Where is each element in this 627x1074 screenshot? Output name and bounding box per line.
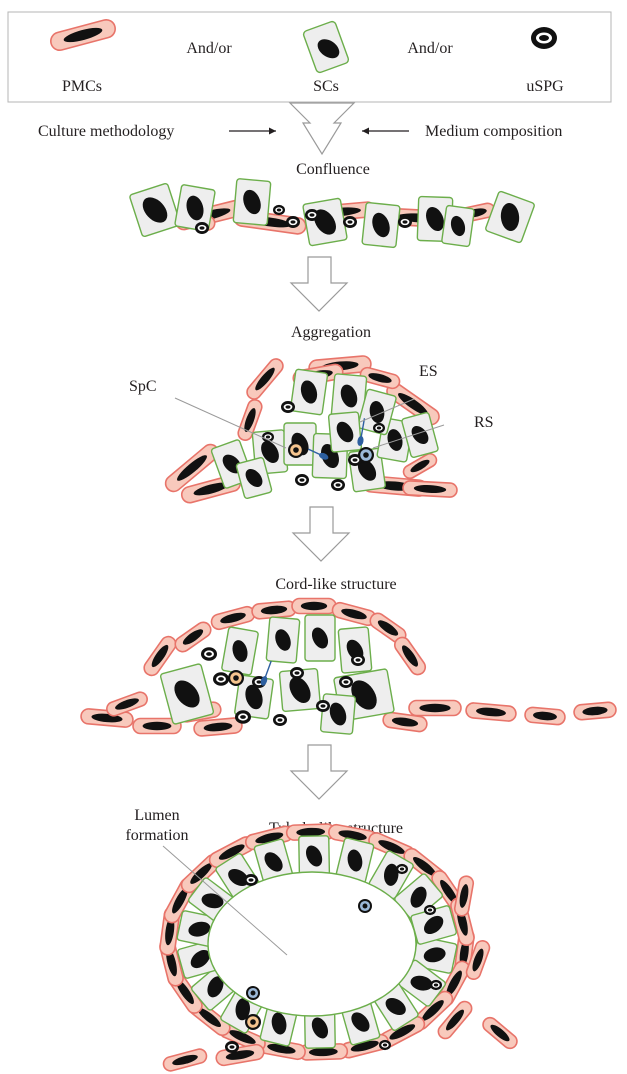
undifferentiated-spermatogonium [339,676,353,688]
sertoli-cell [338,627,372,673]
undifferentiated-spermatogonium [373,423,385,433]
cord-label: Cord-like structure [275,576,396,593]
spermatocyte [288,442,304,458]
peritubular-myoid-cell [409,701,461,716]
peritubular-myoid-cell [524,707,565,725]
undifferentiated-spermatogonium [331,479,345,491]
lumen-label-line1: Lumen [134,807,179,824]
round-spermatid [358,899,372,913]
peritubular-myoid-cell [573,702,616,721]
peritubular-myoid-cell [244,356,286,402]
sertoli-cell [485,191,535,243]
medium-composition-label: Medium composition [425,123,562,140]
undifferentiated-spermatogonium [225,1041,239,1053]
undifferentiated-spermatogonium [424,905,436,915]
sertoli-cell [233,179,271,226]
spc-label: SpC [129,378,157,395]
es-label: ES [419,363,438,380]
peritubular-myoid-cell [162,1048,208,1073]
confluence-label: Confluence [296,161,370,178]
sertoli-cell [299,836,330,877]
sertoli-cell [129,183,181,237]
spermatocyte [228,670,244,686]
sertoli-cell [175,184,216,231]
peritubular-myoid-cell [193,717,242,736]
undifferentiated-spermatogonium [305,209,319,221]
pmc-label: PMCs [62,78,102,95]
sertoli-cell [320,694,355,735]
aggregation-cluster [162,355,457,504]
undifferentiated-spermatogonium [351,654,365,666]
undifferentiated-spermatogonium [398,216,412,228]
tubule-like-structure [158,823,519,1072]
peritubular-myoid-cell [454,875,475,917]
undifferentiated-spermatogonium [295,474,309,486]
right-input-arrowhead [362,128,369,135]
uspg-label: uSPG [526,78,564,95]
connector-label-2: And/or [407,40,453,57]
sertoli-cell [328,412,361,452]
undifferentiated-spermatogonium [273,714,287,726]
peritubular-myoid-cell [215,1043,265,1066]
undifferentiated-spermatogonium [316,700,330,712]
culture-methodology-label: Culture methodology [38,123,174,140]
sertoli-cell [305,615,335,661]
funnel-arrow [290,103,354,154]
undifferentiated-spermatogonium [379,1040,391,1050]
sertoli-cell [303,198,348,246]
undifferentiated-spermatogonium [244,874,258,886]
aggregation-label: Aggregation [291,324,371,341]
lumen-label-line2: formation [125,827,188,844]
undifferentiated-spermatogonium [213,672,229,686]
stage-arrow-1 [291,257,347,311]
left-input-arrowhead [269,128,276,135]
lumen [208,872,416,1016]
round-spermatid [358,447,374,463]
uspg-legend-icon [531,27,557,49]
undifferentiated-spermatogonium [286,216,300,228]
undifferentiated-spermatogonium [235,710,251,724]
spc-leader-line [175,398,286,448]
sertoli-cell [160,663,214,724]
connector-label-1: And/or [186,40,232,57]
sertoli-cell [290,369,328,415]
stage-arrow-3 [291,745,347,799]
undifferentiated-spermatogonium [343,216,357,228]
undifferentiated-spermatogonium [281,401,295,413]
peritubular-myoid-cell [392,634,428,677]
undifferentiated-spermatogonium [262,432,274,442]
sertoli-cell [441,205,474,247]
undifferentiated-spermatogonium [430,980,442,990]
sertoli-cell [362,202,400,247]
spermatocyte [245,1014,261,1030]
peritubular-myoid-cell [292,599,336,614]
undifferentiated-spermatogonium [290,667,304,679]
undifferentiated-spermatogonium [396,864,408,874]
sertoli-cell [221,627,258,676]
peritubular-myoid-cell [480,1015,520,1051]
sertoli-cell [266,617,300,663]
undifferentiated-spermatogonium [201,647,217,661]
stage-arrow-2 [293,507,349,561]
peritubular-myoid-cell [465,702,516,721]
cord-like-structure [80,599,616,737]
undifferentiated-spermatogonium [273,205,285,215]
sc-label: SCs [313,78,339,95]
confluence-monolayer [129,179,535,248]
rs-label: RS [474,414,494,431]
round-spermatid [246,986,260,1000]
undifferentiated-spermatogonium [195,222,209,234]
peritubular-myoid-cell [403,481,458,498]
